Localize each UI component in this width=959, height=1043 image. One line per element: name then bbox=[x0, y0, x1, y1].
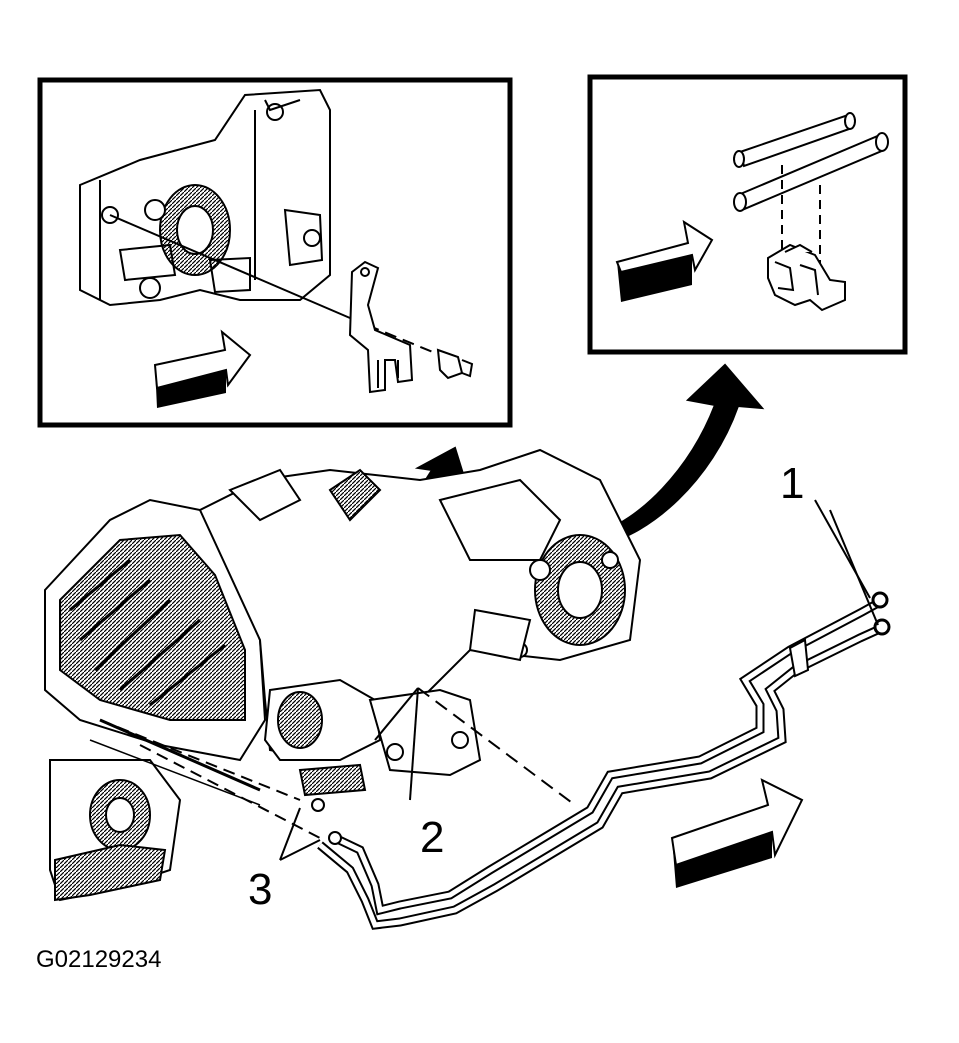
figure-id: G02129234 bbox=[36, 946, 162, 973]
inset-bracket-detail bbox=[37, 77, 513, 428]
direction-arrow-icon bbox=[153, 329, 252, 408]
leader-lines bbox=[99, 499, 879, 861]
callout-3: 3 bbox=[248, 865, 273, 914]
curved-pointer-arrow-icon bbox=[593, 363, 765, 547]
direction-arrow-icon bbox=[615, 219, 714, 302]
engine-assembly bbox=[44, 448, 642, 902]
callout-1: 1 bbox=[780, 459, 805, 508]
inset-clip-detail bbox=[587, 74, 908, 355]
direction-arrow-icon bbox=[670, 778, 804, 888]
fuel-line-pair bbox=[311, 591, 891, 930]
callout-2: 2 bbox=[420, 813, 445, 862]
